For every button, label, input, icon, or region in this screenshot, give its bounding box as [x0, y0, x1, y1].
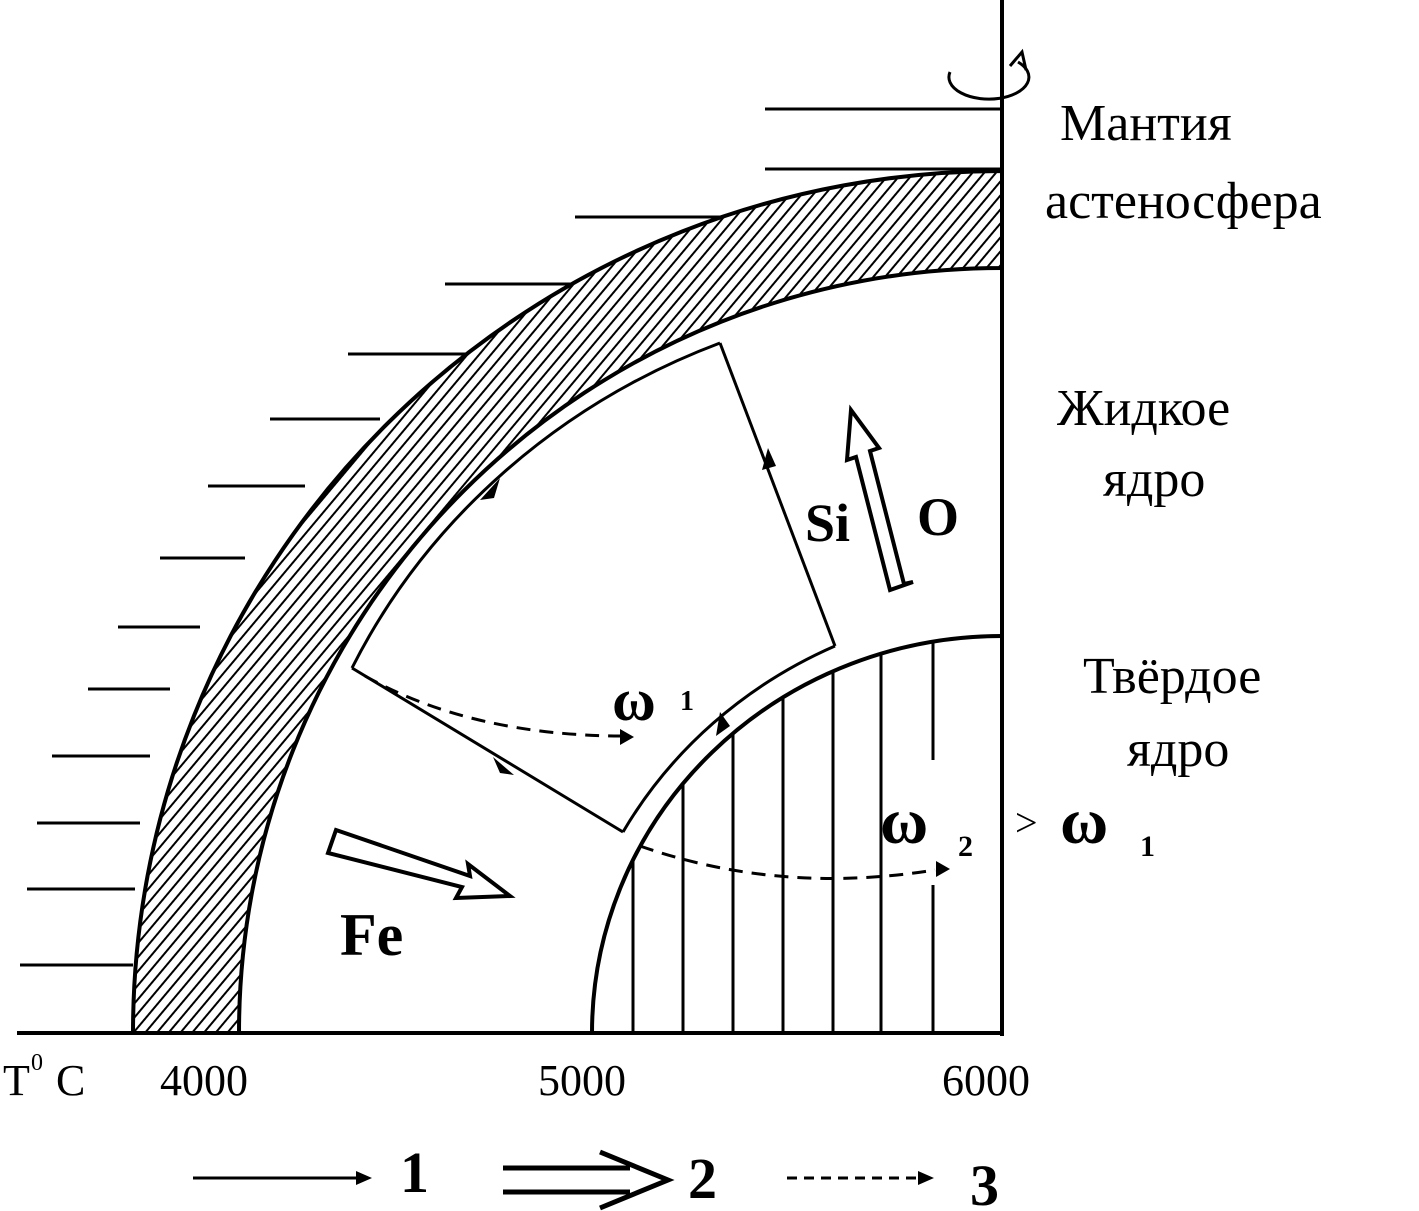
- label-o: O: [917, 487, 959, 547]
- svg-text:1: 1: [1140, 830, 1155, 863]
- legend-label-2: 2: [688, 1146, 717, 1211]
- rotation-arrow-icon: [947, 48, 1031, 101]
- svg-text:2: 2: [958, 830, 973, 863]
- o-flow-arrow-icon: [844, 404, 914, 593]
- svg-text:ω: ω: [612, 667, 656, 733]
- svg-text:0: 0: [31, 1050, 43, 1076]
- circulation-loop: [350, 341, 837, 834]
- omega-relation-label: ω 2 > ω 1: [880, 785, 1155, 863]
- legend-label-1: 1: [400, 1140, 429, 1205]
- svg-text:ω: ω: [1060, 785, 1108, 858]
- tick-6000: 6000: [942, 1056, 1030, 1105]
- legend-hollow-arrow-icon: [503, 1149, 675, 1211]
- omega1-label: ω 1: [612, 667, 694, 733]
- circulation-arrowheads: [480, 448, 776, 775]
- label-mantle: Мантия: [1060, 95, 1232, 152]
- label-solid-core: ядро: [1127, 721, 1229, 778]
- svg-text:C: C: [56, 1056, 85, 1105]
- dashed-arrowheads: [620, 729, 950, 877]
- label-si: Si: [805, 493, 850, 553]
- legend: 1 2 3: [193, 1140, 999, 1211]
- label-liquid: Жидкое: [1057, 380, 1230, 437]
- label-solid: Твёрдое: [1083, 648, 1261, 705]
- fe-flow-arrow-icon: [325, 827, 516, 901]
- svg-text:>: >: [1015, 800, 1038, 845]
- svg-text:1: 1: [680, 686, 694, 717]
- dashed-trajectories: [364, 674, 936, 880]
- temperature-axis-label: T 0 C: [3, 1050, 85, 1105]
- svg-text:ω: ω: [880, 785, 928, 858]
- legend-label-3: 3: [970, 1153, 999, 1211]
- legend-dashed-arrow-icon: [787, 1171, 934, 1185]
- label-liquid-core: ядро: [1103, 451, 1205, 508]
- mantle-lines: [20, 107, 1002, 967]
- tick-5000: 5000: [538, 1056, 626, 1105]
- asthenosphere-band: [130, 168, 1004, 1035]
- label-fe: Fe: [340, 902, 403, 968]
- legend-solid-arrow-icon: [193, 1171, 372, 1185]
- tick-4000: 4000: [160, 1056, 248, 1105]
- label-asthenosphere: астеносфера: [1045, 173, 1322, 230]
- svg-text:T: T: [3, 1056, 30, 1105]
